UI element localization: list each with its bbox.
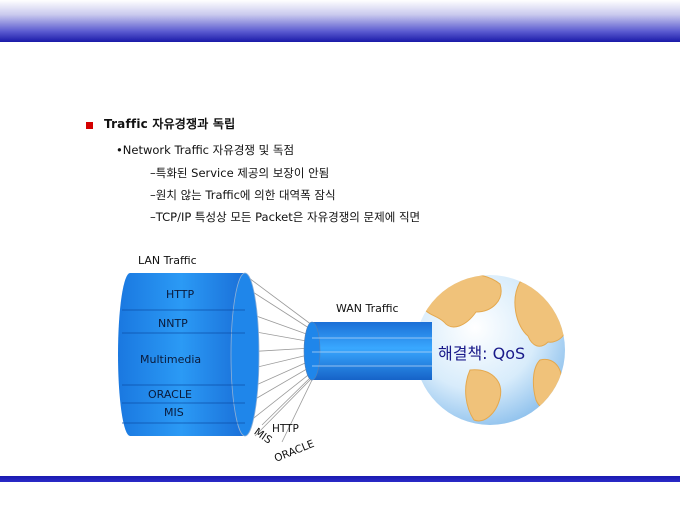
segment-multimedia: Multimedia — [140, 353, 201, 366]
segment-http: HTTP — [166, 288, 195, 301]
point-3: –TCP/IP 특성상 모든 Packet은 자유경쟁의 문제에 직면 — [150, 210, 421, 224]
continent-south-america — [465, 369, 502, 422]
slide-heading: Traffic 자유경쟁과 독립 — [104, 117, 236, 131]
wan-pipe — [303, 321, 432, 381]
lan-traffic-label: LAN Traffic — [138, 254, 197, 267]
loose-oracle-label: ORACLE — [273, 438, 316, 465]
continent-africa-south — [532, 358, 563, 409]
title-bar — [0, 0, 680, 42]
segment-mis: MIS — [164, 406, 184, 419]
point-1: –특화된 Service 제공의 보장이 안됨 — [150, 166, 330, 180]
slide-subheading: •Network Traffic 자유경쟁 및 독점 — [116, 143, 295, 157]
lan-cylinder — [118, 272, 260, 437]
point-2: –원치 않는 Traffic에 의한 대역폭 잠식 — [150, 188, 336, 202]
loose-mis-label: MIS — [252, 426, 275, 447]
bullet-square — [86, 122, 93, 129]
segment-nntp: NNTP — [158, 317, 188, 330]
segment-oracle: ORACLE — [148, 388, 192, 401]
loose-http-label: HTTP — [272, 423, 299, 435]
wan-traffic-label: WAN Traffic — [336, 302, 399, 315]
footer-bar — [0, 476, 680, 482]
globe-qos-label: 해결책: QoS — [438, 344, 525, 363]
